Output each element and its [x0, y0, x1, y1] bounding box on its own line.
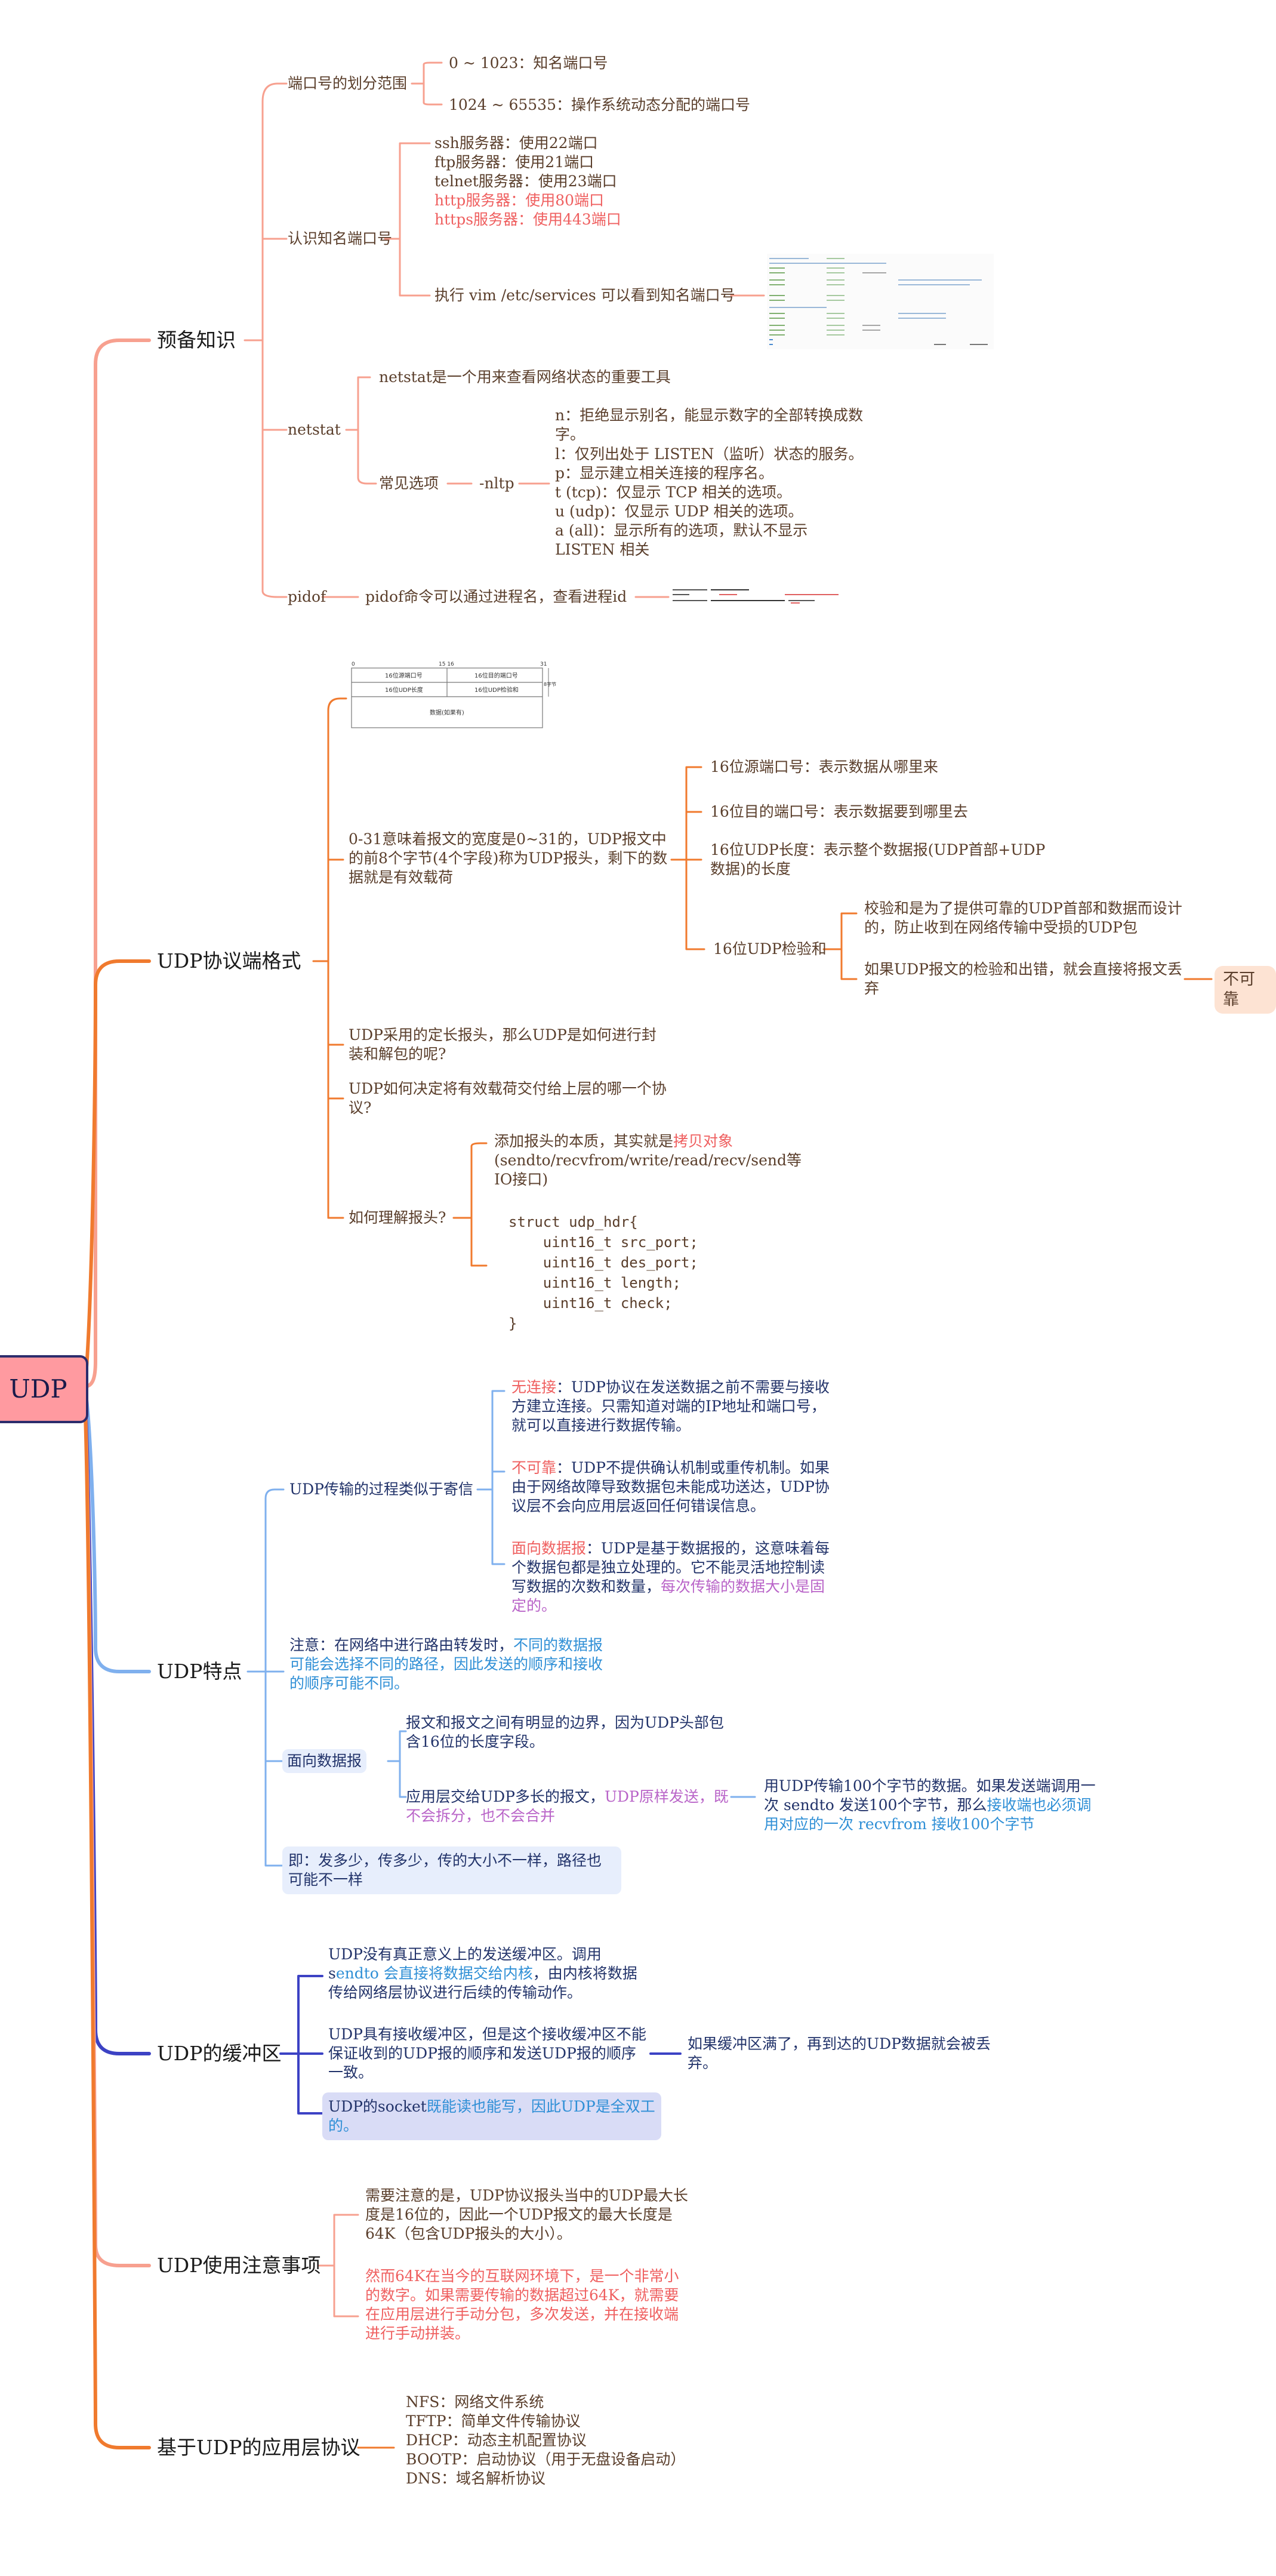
notes-lines: [318, 2214, 359, 2318]
question-understand-header[interactable]: 如何理解报头?: [349, 1209, 446, 1226]
netstat-option-u[interactable]: u (udp)：仅显示 UDP 相关的选项。: [555, 503, 803, 520]
buffer-full-drop[interactable]: 如果缓冲区满了，再到达的UDP数据就会被丢弃。: [688, 2035, 991, 2072]
datagram-oriented-box[interactable]: 面向数据报: [282, 1749, 367, 1773]
buffer-full-duplex: UDP的socket既能读也能写，因此UDP是全双工的。: [328, 2098, 655, 2134]
netstat-label[interactable]: netstat: [288, 421, 341, 438]
known-port-telnet[interactable]: telnet服务器：使用23端口: [434, 173, 617, 190]
checksum-purpose[interactable]: 校验和是为了提供可靠的UDP首部和数据而设计的，防止收到在网络传输中受损的UDP…: [864, 900, 1182, 936]
known-port-https[interactable]: https服务器：使用443端口: [434, 211, 621, 228]
field-length[interactable]: 16位UDP长度：表示整个数据报(UDP首部+UDP数据)的长度: [710, 841, 1046, 878]
datagram-oriented-label: 面向数据报: [287, 1752, 362, 1769]
diagram-src-port: 16位源端口号: [385, 672, 423, 679]
branch-udp-header-format[interactable]: UDP协议端格式: [157, 949, 301, 972]
field-dst-port[interactable]: 16位目的端口号：表示数据要到哪里去: [710, 803, 968, 820]
buffer-no-send-buffer[interactable]: UDP没有真正意义上的发送缓冲区。调用sendto 会直接将数据交给内核，由内核…: [328, 1946, 637, 2001]
question-delivery[interactable]: UDP如何决定将有效载荷交付给上层的哪一个协议?: [349, 1080, 667, 1116]
port-range-label[interactable]: 端口号的划分范围: [288, 75, 408, 92]
features-lines: [246, 1390, 756, 1867]
app-protocol-tftp[interactable]: TFTP：简单文件传输协议: [406, 2412, 581, 2430]
udp-header-diagram: 0 15 16 31 16位源端口号 16位目的端口号 16位UDP长度 16位…: [349, 660, 564, 737]
app-protocol-bootp[interactable]: BOOTP：启动协议（用于无盘设备启动）: [406, 2451, 686, 2468]
vim-services-hint[interactable]: 执行 vim /etc/services 可以看到知名端口号: [434, 287, 735, 304]
app-protocol-dhcp[interactable]: DHCP：动态主机配置协议: [406, 2432, 587, 2449]
branch-udp-buffer[interactable]: UDP的缓冲区: [157, 2042, 282, 2065]
features-summary-box[interactable]: 即：发多少，传多少，传的大小不一样，路径也可能不一样: [282, 1846, 621, 1894]
netstat-flag-nltp[interactable]: -nltp: [479, 475, 514, 492]
header-width-explanation[interactable]: 0-31意味着报文的宽度是0~31的，UDP报文中的前8个字节(4个字段)称为U…: [349, 830, 668, 886]
header-copy-explanation[interactable]: 添加报头的本质，其实就是拷贝对象(sendto/recvfrom/write/r…: [494, 1132, 802, 1188]
code-line-4: uint16_t length;: [508, 1275, 681, 1291]
routing-order-note[interactable]: 注意：在网络中进行路由转发时，不同的数据报可能会选择不同的路径，因此发送的顺序和…: [289, 1636, 603, 1692]
app-protocol-dns[interactable]: DNS：域名解析协议: [406, 2470, 546, 2487]
features-summary: 即：发多少，传多少，传的大小不一样，路径也可能不一样: [288, 1852, 602, 1888]
netstat-option-n[interactable]: n：拒绝显示别名，能显示数字的全部转换成数字。: [555, 407, 864, 443]
code-line-3: uint16_t des_port;: [508, 1254, 698, 1271]
pidof-label[interactable]: pidof: [288, 588, 326, 605]
known-ports-label[interactable]: 认识知名端口号: [288, 230, 393, 247]
buffer-full-duplex-box[interactable]: UDP的socket既能读也能写，因此UDP是全双工的。: [322, 2092, 661, 2140]
datagram-no-split-merge[interactable]: 应用层交给UDP多长的报文，UDP原样发送，既不会拆分，也不会合并: [406, 1788, 729, 1824]
pidof-terminal-screenshot: [671, 586, 850, 608]
prep-lines: [244, 61, 765, 598]
code-line-2: uint16_t src_port;: [508, 1234, 698, 1251]
netstat-options-label[interactable]: 常见选项: [379, 475, 439, 492]
field-src-port[interactable]: 16位源端口号：表示数据从哪里来: [710, 758, 938, 775]
code-line-5: uint16_t check;: [508, 1295, 673, 1312]
netstat-option-l[interactable]: l：仅列出处于 LISTEN（监听）状态的服务。: [555, 445, 864, 463]
netstat-option-a[interactable]: a (all)：显示所有的选项，默认不显示 LISTEN 相关: [555, 522, 808, 558]
diagram-length: 16位UDP长度: [385, 686, 423, 694]
netstat-option-t[interactable]: t (tcp)：仅显示 TCP 相关的选项。: [555, 484, 792, 501]
branch-udp-app-protocols[interactable]: 基于UDP的应用层协议: [157, 2436, 360, 2459]
diagram-bit-31: 31: [540, 661, 547, 667]
port-range-item-2[interactable]: 1024 ~ 65535：操作系统动态分配的端口号: [449, 96, 750, 113]
feature-connectionless[interactable]: 无连接：UDP协议在发送数据之前不需要与接收方建立连接。只需知道对端的IP地址和…: [511, 1378, 830, 1434]
udp-like-mail[interactable]: UDP传输的过程类似于寄信: [289, 1481, 473, 1498]
buffer-receive-buffer[interactable]: UDP具有接收缓冲区，但是这个接收缓冲区不能保证收到的UDP报的顺序和发送UDP…: [328, 2026, 646, 2081]
note-manual-split[interactable]: 然而64K在当今的互联网环境下，是一个非常小的数字。如果需要传输的数据超过64K…: [365, 2267, 679, 2342]
question-encapsulation[interactable]: UDP采用的定长报头，那么UDP是如何进行封装和解包的呢?: [349, 1026, 657, 1063]
unreliable-tag[interactable]: 不可靠: [1215, 966, 1276, 1014]
field-checksum-label[interactable]: 16位UDP检验和: [713, 940, 827, 958]
root-branches: [82, 338, 151, 2449]
diagram-bit-0: 0: [352, 661, 355, 667]
datagram-boundary[interactable]: 报文和报文之间有明显的边界，因为UDP头部包含16位的长度字段。: [406, 1714, 724, 1750]
buffer-lines: [279, 1975, 682, 2115]
branch-udp-features[interactable]: UDP特点: [157, 1660, 242, 1683]
code-line-1: struct udp_hdr{: [508, 1214, 638, 1230]
known-port-http[interactable]: http服务器：使用80端口: [434, 192, 605, 209]
diagram-bit-15-16: 15 16: [439, 661, 454, 667]
known-port-ftp[interactable]: ftp服务器：使用21端口: [434, 153, 594, 171]
diagram-checksum: 16位UDP检验和: [474, 686, 519, 694]
note-max-length[interactable]: 需要注意的是，UDP协议报头当中的UDP最大长度是16位的，因此一个UDP报文的…: [365, 2187, 688, 2242]
feature-unreliable[interactable]: 不可靠：UDP不提供确认机制或重传机制。如果由于网络故障导致数据包未能成功送达，…: [511, 1459, 830, 1515]
diagram-8-bytes: 8字节: [544, 681, 556, 687]
diagram-dst-port: 16位目的端口号: [474, 672, 518, 679]
datagram-sendto-example[interactable]: 用UDP传输100个字节的数据。如果发送端调用一次 sendto 发送100个字…: [764, 1777, 1096, 1833]
checksum-error-drop[interactable]: 如果UDP报文的检验和出错，就会直接将报文丢弃: [864, 961, 1182, 997]
code-line-6: }: [508, 1315, 517, 1332]
root-node-udp[interactable]: UDP: [0, 1355, 88, 1423]
diagram-data: 数据(如果有): [430, 709, 464, 716]
pidof-description[interactable]: pidof命令可以通过进程名，查看进程id: [365, 588, 627, 605]
branch-prep-knowledge[interactable]: 预备知识: [157, 328, 236, 352]
branch-udp-usage-notes[interactable]: UDP使用注意事项: [157, 2254, 321, 2277]
app-protocol-nfs[interactable]: NFS：网络文件系统: [406, 2393, 544, 2411]
known-port-ssh[interactable]: ssh服务器：使用22端口: [434, 134, 598, 152]
header-lines: [312, 697, 1213, 1267]
port-range-item-1[interactable]: 0 ~ 1023：知名端口号: [449, 54, 608, 72]
netstat-description[interactable]: netstat是一个用来查看网络状态的重要工具: [379, 368, 671, 386]
services-file-screenshot: [767, 254, 994, 349]
feature-datagram[interactable]: 面向数据报：UDP是基于数据报的，这意味着每个数据包都是独立处理的。它不能灵活地…: [511, 1540, 830, 1614]
netstat-option-p[interactable]: p：显示建立相关连接的程序名。: [555, 464, 774, 482]
